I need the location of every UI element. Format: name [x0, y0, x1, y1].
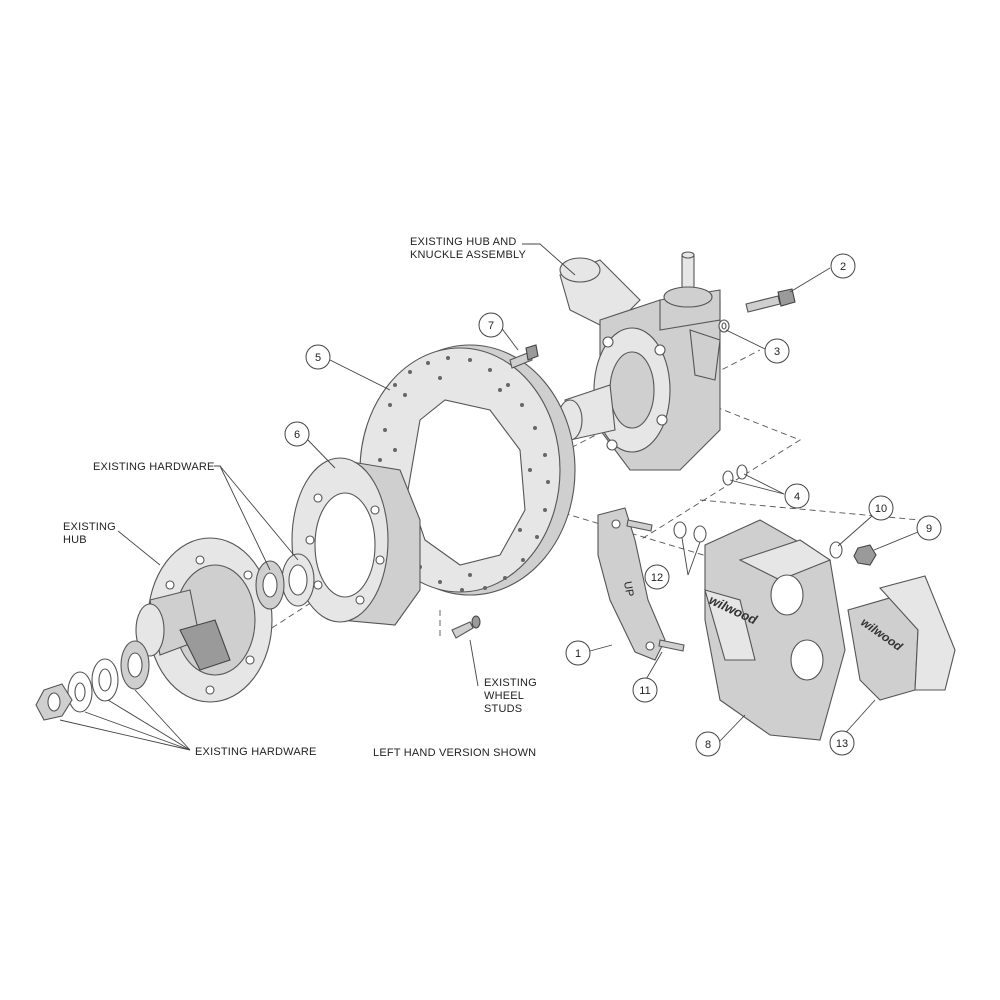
wheel-stud	[451, 615, 481, 639]
bracket-mark: UP	[621, 580, 635, 597]
part-13-brake-pads: wilwood	[847, 575, 956, 701]
part-4-shims	[722, 464, 748, 486]
part-3-washer	[718, 319, 730, 333]
label-existing-hub-line2: HUB	[63, 534, 87, 546]
svg-text:11: 11	[639, 685, 650, 697]
label-existing-hub-knuckle-line2: KNUCKLE ASSEMBLY	[410, 249, 527, 261]
svg-text:1: 1	[575, 648, 581, 660]
svg-text:9: 9	[926, 523, 932, 535]
callout-bubble-11: 11	[632, 677, 658, 703]
callout-bubble-8: 8	[695, 731, 721, 757]
part-8-caliper: wilwood	[704, 519, 846, 741]
label-existing-hub-knuckle-line1: EXISTING HUB AND	[410, 236, 517, 248]
callout-bubble-1: 1	[565, 640, 591, 666]
hub-knuckle-assembly	[557, 251, 721, 471]
callout-bubble-13: 13	[829, 730, 855, 756]
callout-bubble-5: 5	[305, 344, 331, 370]
label-wheel-studs-line2: WHEEL	[484, 690, 524, 702]
label-existing-hardware-top: EXISTING HARDWARE	[93, 461, 215, 473]
svg-text:7: 7	[488, 320, 494, 332]
svg-text:4: 4	[794, 491, 800, 503]
callout-bubble-3: 3	[764, 338, 790, 364]
part-7-bolt	[509, 344, 539, 369]
callout-bubble-6: 6	[284, 421, 310, 447]
part-9-nut	[853, 544, 877, 566]
label-wheel-studs-line3: STUDS	[484, 703, 522, 715]
callout-bubble-12: 12	[644, 564, 670, 590]
callout-bubble-9: 9	[916, 515, 942, 541]
callout-bubble-7: 7	[478, 312, 504, 338]
existing-outer-hardware	[35, 640, 150, 721]
leader-lines	[59, 243, 919, 751]
existing-hub	[135, 537, 273, 703]
svg-text:3: 3	[774, 346, 780, 358]
svg-text:2: 2	[840, 261, 846, 273]
part-11-bolts	[626, 519, 685, 652]
part-12-shims	[673, 521, 707, 543]
label-existing-hub-line1: EXISTING	[63, 521, 116, 533]
svg-text:6: 6	[294, 429, 300, 441]
existing-bearing-seal	[255, 553, 315, 610]
svg-text:13: 13	[836, 738, 848, 750]
part-10-washer	[829, 541, 843, 559]
callout-bubble-10: 10	[868, 495, 894, 521]
svg-text:10: 10	[875, 503, 887, 515]
callout-bubble-4: 4	[784, 483, 810, 509]
label-version-note: LEFT HAND VERSION SHOWN	[373, 747, 536, 759]
svg-text:8: 8	[705, 739, 711, 751]
svg-text:12: 12	[651, 572, 663, 584]
label-wheel-studs-line1: EXISTING	[484, 677, 537, 689]
part-2-bolt	[745, 288, 796, 313]
label-existing-hardware-bottom: EXISTING HARDWARE	[195, 746, 317, 758]
svg-text:5: 5	[315, 352, 321, 364]
part-1-caliper-bracket: UP	[597, 507, 666, 661]
callout-bubble-2: 2	[830, 253, 856, 279]
part-6-rotor-hat	[291, 457, 421, 626]
